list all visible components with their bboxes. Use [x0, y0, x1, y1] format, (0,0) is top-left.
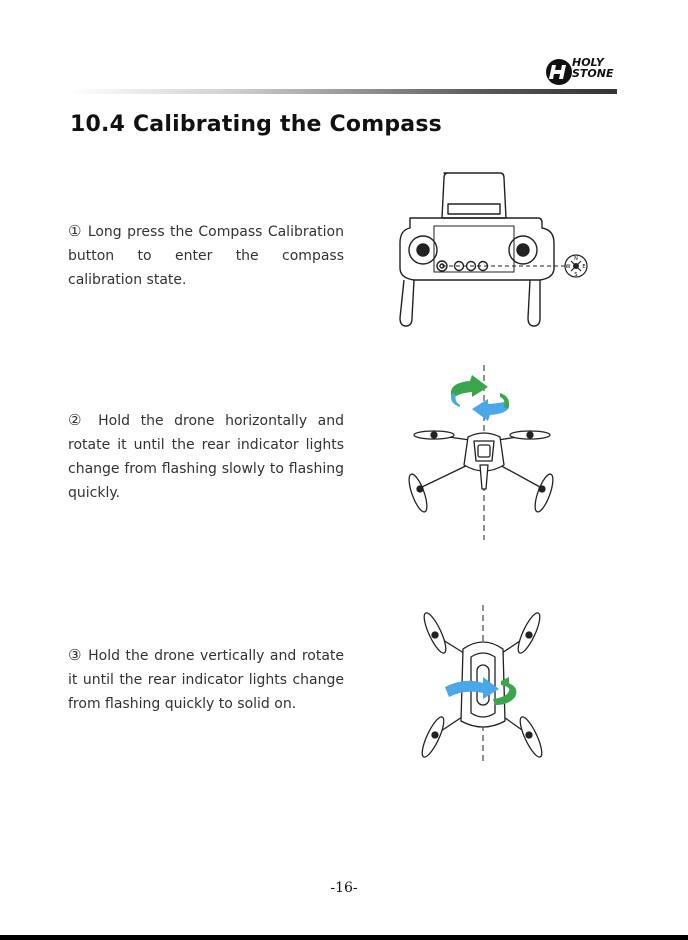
page-number: -16- [330, 880, 358, 896]
step-number: ① [68, 222, 83, 240]
compass-icon: N E S W [564, 254, 588, 278]
compass-south: S [574, 272, 577, 278]
step-number: ② [68, 411, 88, 429]
controller-illustration: N E S W [399, 172, 588, 327]
compass-north: N [574, 256, 578, 262]
step-text: Hold the drone vertically and rotate it … [68, 648, 345, 712]
footer-rule [0, 935, 688, 940]
compass-west: W [566, 264, 571, 270]
compass-east: E [582, 264, 585, 270]
step-3: ③ Hold the drone vertically and rotate i… [68, 643, 344, 716]
drone-vertical-illustration [421, 605, 543, 765]
step-2: ② Hold the drone horizontally and rotate… [68, 408, 344, 505]
step-1: ① Long press the Compass Calibration but… [68, 219, 344, 292]
holy-stone-logo [546, 59, 572, 85]
step-text: Hold the drone horizontally and rotate i… [68, 413, 345, 501]
step-text: Long press the Compass Calibration butto… [68, 224, 345, 288]
section-title: 10.4 Calibrating the Compass [70, 112, 442, 137]
header-rule [68, 89, 617, 94]
brand-name: HOLY STONE [572, 56, 614, 80]
rotation-arrow-icon [445, 677, 517, 705]
rotation-arrow-icon [450, 375, 510, 421]
drone-horizontal-illustration [408, 365, 554, 540]
step-number: ③ [68, 646, 83, 664]
